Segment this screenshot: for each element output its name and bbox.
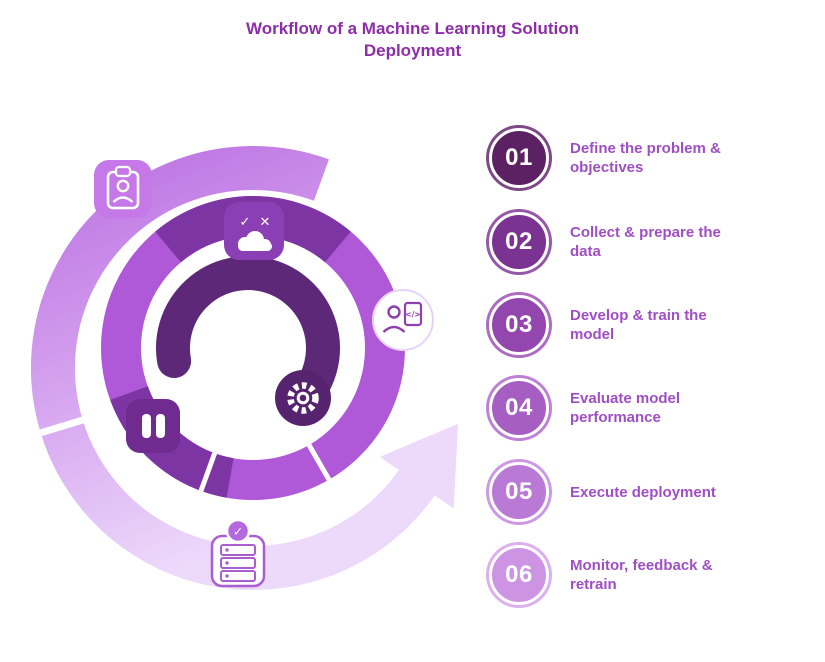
server-check-icon: ✓	[210, 518, 266, 588]
step-item-05: 05 Execute deployment	[486, 459, 745, 525]
step-number: 02	[505, 228, 533, 255]
step-number-badge: 04	[486, 375, 552, 441]
svg-text:</>: </>	[405, 310, 420, 319]
developer-document-icon: </>	[372, 289, 434, 351]
step-item-04: 04 Evaluate model performance	[486, 375, 745, 441]
step-item-03: 03 Develop & train the model	[486, 292, 745, 358]
step-label: Define the problem & objectives	[570, 140, 721, 176]
step-item-02: 02 Collect & prepare the data	[486, 209, 745, 275]
step-label: Collect & prepare the data	[570, 224, 721, 260]
gear-icon	[275, 370, 331, 426]
page-title: Workflow of a Machine Learning Solution …	[0, 18, 825, 62]
step-number: 04	[505, 394, 533, 421]
step-number-badge: 05	[486, 459, 552, 525]
pause-icon	[126, 399, 180, 453]
step-item-06: 06 Monitor, feedback & retrain	[486, 542, 745, 608]
middle-ring-gap-1	[306, 443, 332, 481]
step-number: 05	[505, 478, 533, 505]
outer-ring-gap	[39, 416, 84, 437]
cycle-spiral-diagram: ✓ ✕ </> ✓	[30, 146, 459, 590]
step-number: 06	[505, 561, 533, 588]
step-number-badge: 06	[486, 542, 552, 608]
step-number: 03	[505, 311, 533, 338]
step-label: Develop & train the model	[570, 307, 707, 343]
svg-text:✕: ✕	[260, 215, 271, 230]
svg-text:✓: ✓	[233, 525, 243, 539]
middle-ring-gap-2	[198, 452, 218, 492]
step-label: Evaluate model performance	[570, 390, 681, 426]
step-number-badge: 03	[486, 292, 552, 358]
step-number: 01	[505, 144, 533, 171]
step-label: Monitor, feedback & retrain	[570, 557, 713, 593]
cloud-validation-icon: ✓ ✕	[224, 202, 284, 260]
step-number-badge: 02	[486, 209, 552, 275]
clipboard-user-icon	[94, 160, 152, 218]
step-item-01: 01 Define the problem & objectives	[486, 125, 745, 191]
inner-swoosh-arc	[155, 256, 340, 414]
svg-text:✓: ✓	[240, 215, 251, 230]
step-label: Execute deployment	[570, 483, 716, 501]
cycle-arrowhead	[379, 423, 459, 509]
title-line2: Deployment	[363, 41, 462, 60]
step-number-badge: 01	[486, 125, 552, 191]
title-line1: Workflow of a Machine Learning Solution	[245, 19, 580, 38]
